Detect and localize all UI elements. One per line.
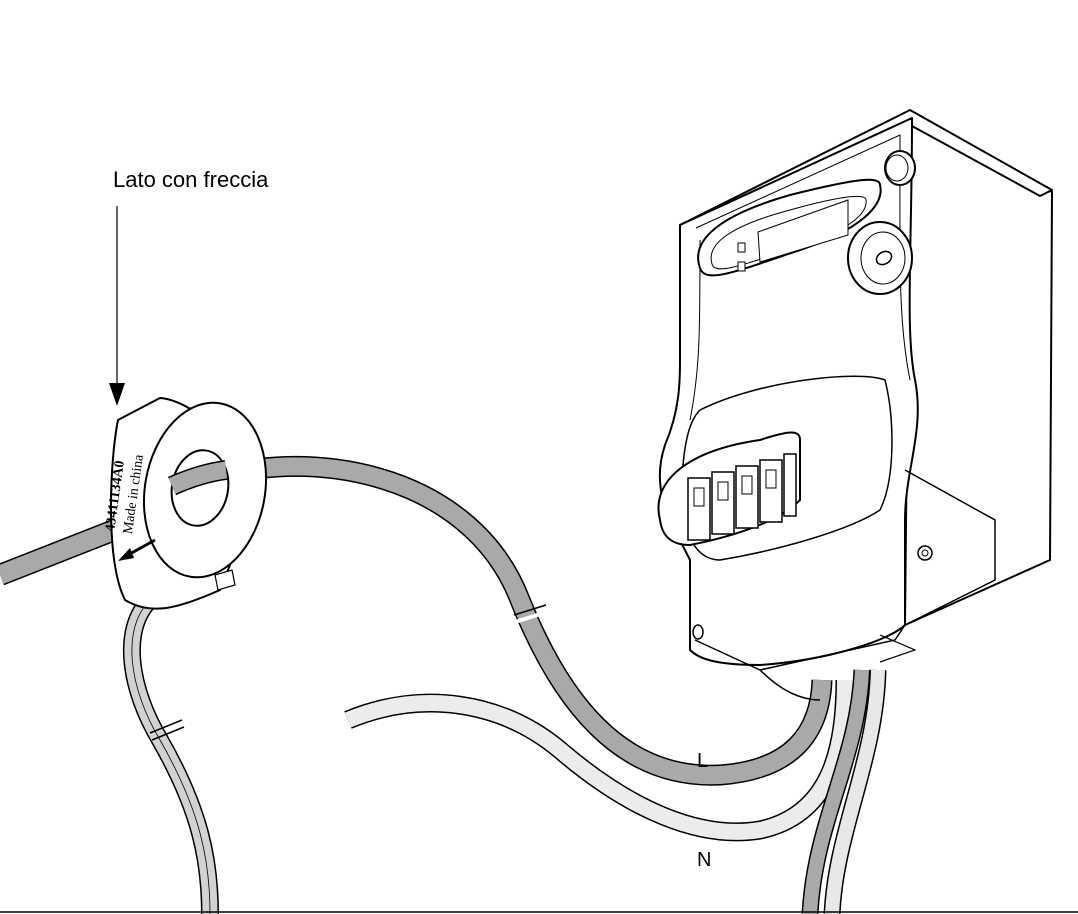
neutral-wire-N — [344, 679, 855, 842]
label-line-wire: L — [697, 750, 708, 772]
outgoing-wires — [801, 669, 887, 914]
direction-arrow-icon — [118, 538, 156, 561]
breaker-block — [687, 453, 797, 541]
energy-meter — [657, 109, 1053, 701]
line-wire-L — [176, 456, 833, 786]
current-sensor-ring: 43411134A0 Made in china — [103, 397, 268, 610]
sensor-lead-cable — [122, 593, 219, 914]
label-neutral-wire: N — [697, 849, 711, 871]
label-arrow-side: Lato con freccia — [113, 167, 269, 192]
arrow-side-callout — [109, 206, 125, 406]
